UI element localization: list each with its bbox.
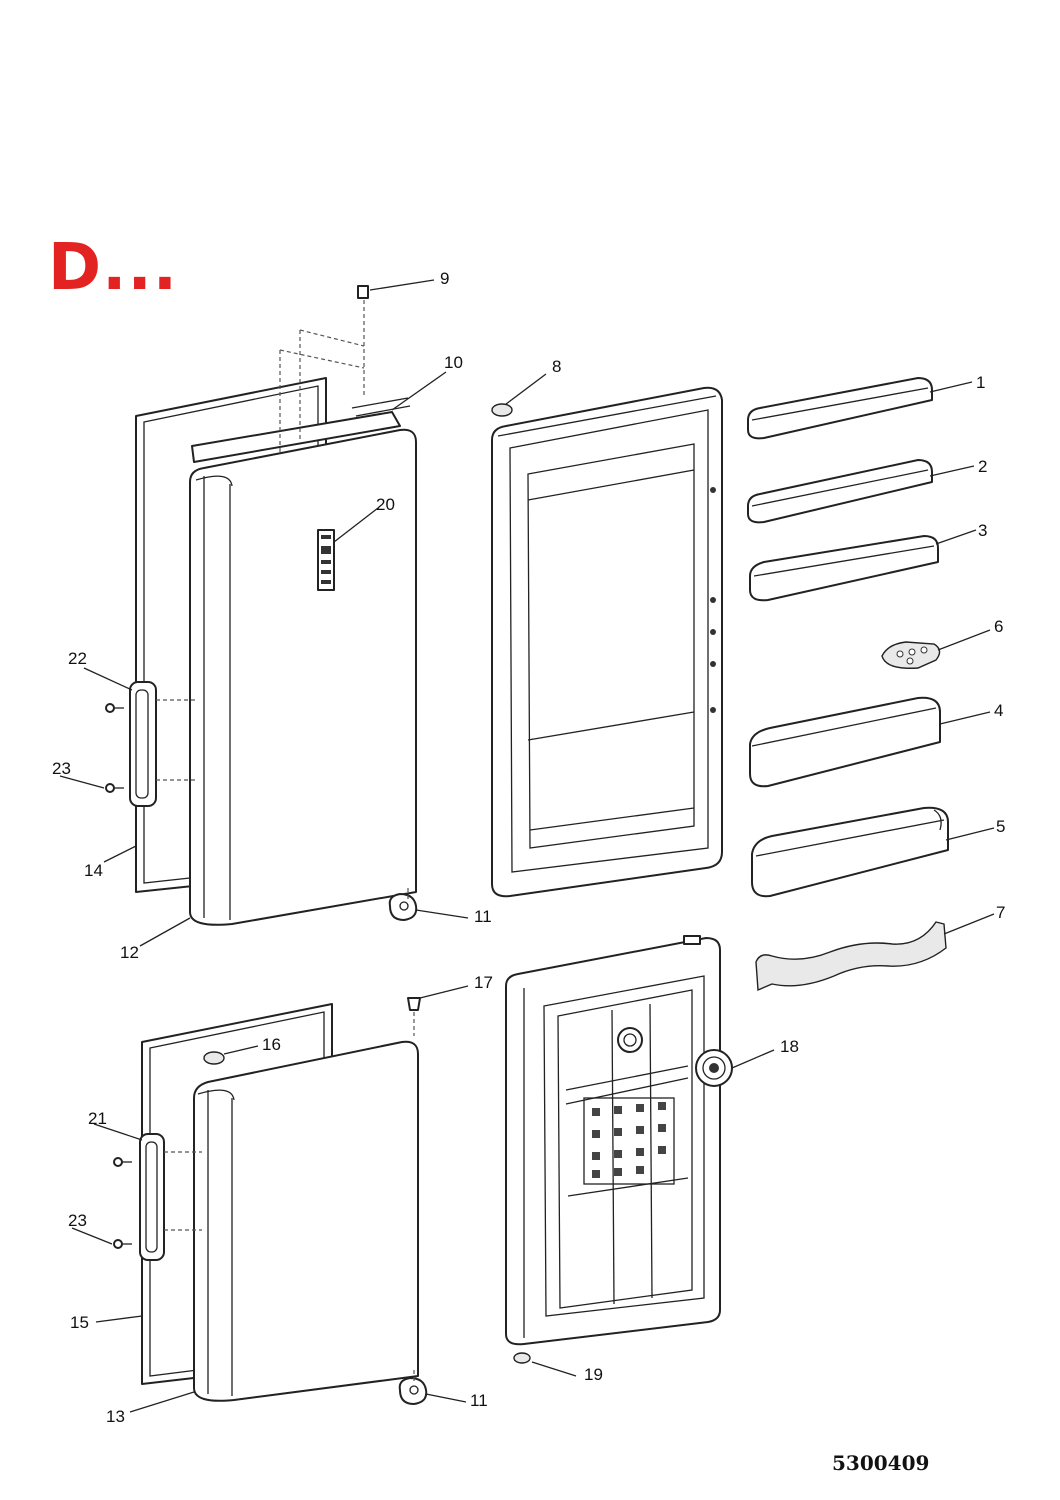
callout-label: 9 — [440, 269, 449, 288]
cap-guide-lines — [279, 300, 365, 470]
door-balcony-5 — [751, 806, 949, 898]
callout-label: 7 — [996, 903, 1005, 922]
callout-label: 1 — [976, 373, 985, 392]
freezer-inner-door — [505, 935, 721, 1346]
upper-door-panel — [189, 428, 417, 926]
egg-tray — [881, 641, 941, 669]
callout-label: 16 — [262, 1035, 281, 1054]
callout-label: 23 — [52, 759, 71, 778]
callout-label: 11 — [470, 1391, 488, 1410]
callout-label: 17 — [474, 973, 493, 992]
drawing-code: 5300409 — [832, 1451, 930, 1475]
callout-label: 15 — [70, 1313, 89, 1332]
callout-label: 8 — [552, 357, 561, 376]
door-balcony-4 — [749, 696, 941, 788]
callout-label: 2 — [978, 457, 987, 476]
door-shelf-1 — [747, 377, 933, 440]
callout-label: 5 — [996, 817, 1005, 836]
upper-door-hinge — [388, 888, 418, 921]
callout-label: 12 — [120, 943, 139, 962]
lower-door-handle — [113, 1133, 202, 1261]
upper-door-top-cover — [191, 397, 411, 463]
callout-label: 3 — [978, 521, 987, 540]
callout-label: 4 — [994, 701, 1003, 720]
diagram-heading: D... — [48, 231, 179, 305]
callout-labels: 1 2 3 6 4 5 7 8 9 10 20 22 23 14 12 11 1… — [52, 269, 1005, 1426]
upper-door-handle — [105, 681, 196, 807]
top-cap — [357, 285, 369, 299]
callout-label: 11 — [474, 907, 492, 926]
door-shelf-2 — [747, 459, 933, 524]
callout-label: 23 — [68, 1211, 87, 1230]
callout-label: 13 — [106, 1407, 125, 1426]
lower-door-hinge — [398, 1370, 428, 1405]
lower-door-panel — [193, 1040, 419, 1402]
upper-inner-door-liner — [491, 386, 723, 898]
callout-label: 18 — [780, 1037, 799, 1056]
door-shelf-3 — [749, 535, 939, 602]
callout-label: 22 — [68, 649, 87, 668]
upper-hinge-pin — [407, 997, 421, 1036]
leader-lines — [59, 279, 995, 1413]
callout-label: 6 — [994, 617, 1003, 636]
bottle-retainer — [755, 921, 947, 992]
door-foot — [513, 1352, 531, 1364]
callout-label: 21 — [88, 1109, 107, 1128]
control-knob — [695, 1049, 733, 1087]
callout-label: 20 — [376, 495, 395, 514]
callout-label: 19 — [584, 1365, 603, 1384]
callout-label: 14 — [84, 861, 103, 880]
lower-door-stopper — [203, 1051, 225, 1065]
door-stopper — [491, 403, 513, 417]
callout-label: 10 — [444, 353, 463, 372]
